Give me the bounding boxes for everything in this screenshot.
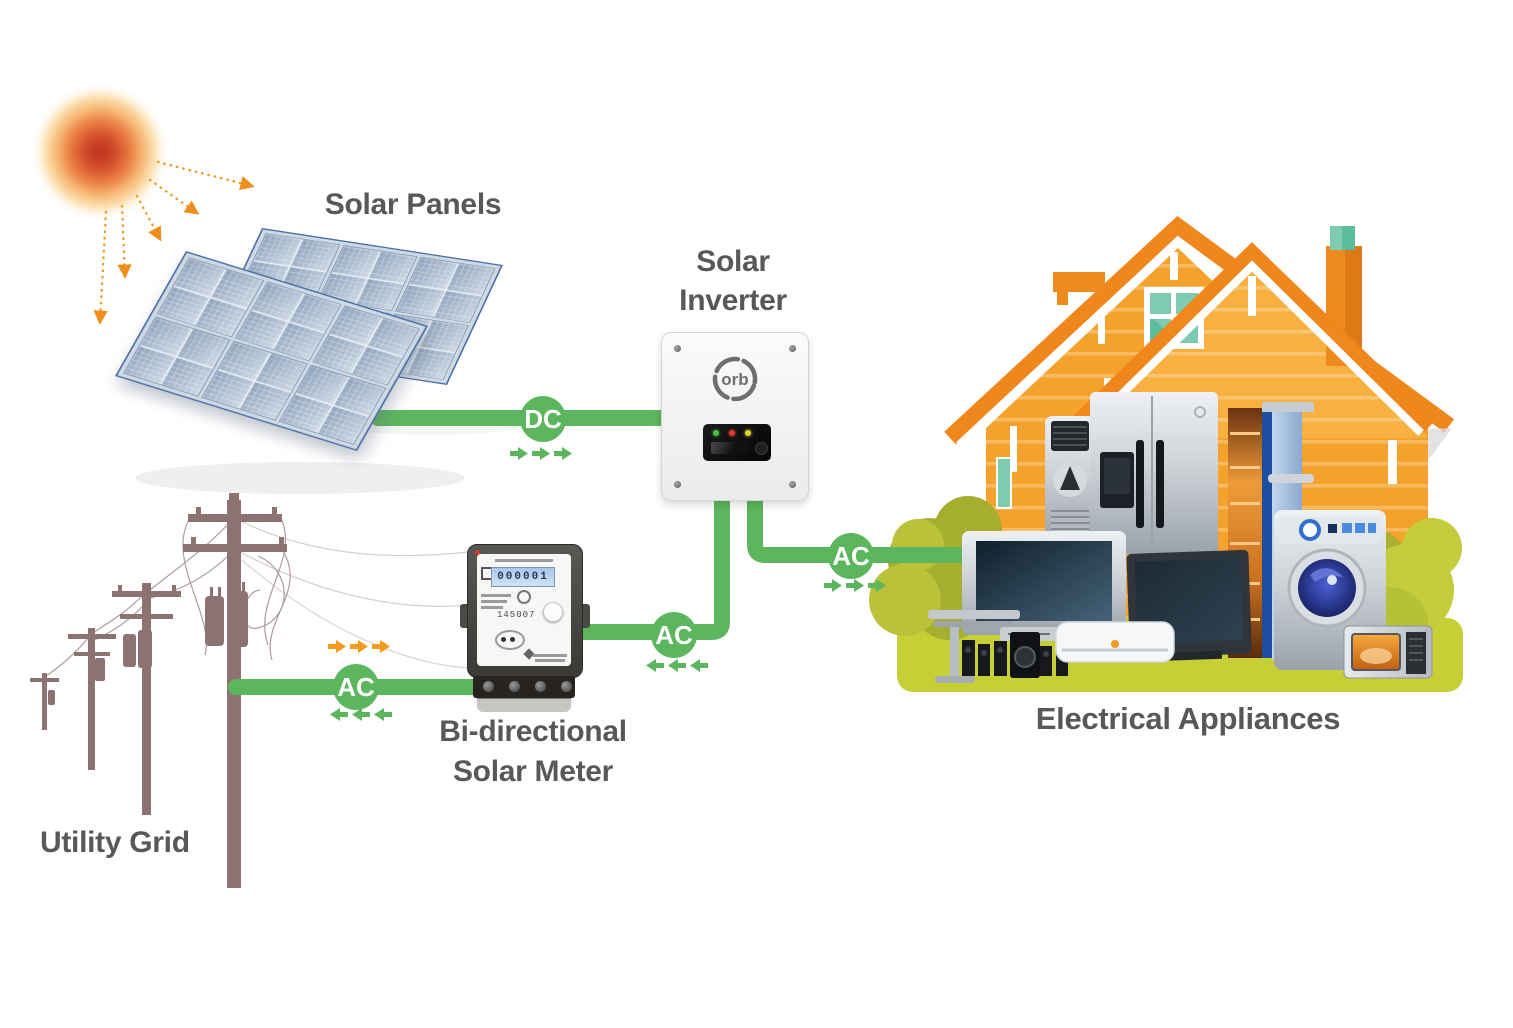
electrical-appliances-label: Electrical Appliances [1035,701,1341,736]
led-red-icon [729,430,735,436]
solar-meter-label-line1: Bi-directional [439,715,627,748]
bidirectional-meter-device: 000001 145007 [460,542,590,712]
led-green-icon [713,430,719,436]
ac-badge-inverter-to-home: AC [828,533,874,579]
ac-line-inverter-to-house [747,484,980,563]
led-yellow-icon [745,430,751,436]
meter-logo-icon [517,590,531,604]
inverter-brand-text: orb [721,370,748,389]
utility-grid-label: Utility Grid [40,826,190,859]
side-table [928,610,1020,683]
screw-icon [789,481,796,488]
screw-icon [674,345,681,352]
sun-rays-icon [93,160,255,325]
meter-seal-dot [475,550,480,555]
ac-line-inverter-to-meter [566,484,730,640]
solar-inverter-device: orb [661,332,809,501]
electrical-appliances [928,392,1433,683]
air-cooler [1045,416,1095,540]
meter-lcd: 000001 [491,567,555,587]
grid-export-arrows-icon [330,708,392,721]
meter-scroll-button [543,602,563,622]
meter-terminal-cover [477,698,571,712]
screw-icon [789,345,796,352]
dc-flow-arrows-icon [510,447,572,460]
solar-panels-label: Solar Panels [324,188,502,221]
solar-meter-label: Bi-directional Solar Meter [408,712,658,792]
screw-icon [674,481,681,488]
inverter-button [755,442,768,455]
refrigerator [1090,392,1218,554]
solar-meter-label-line2: Solar Meter [452,755,614,788]
dc-badge: DC [520,396,566,442]
microwave [1343,625,1433,679]
solar-inverter-label-line2: Inverter [679,284,787,317]
orb-logo-icon: orb [712,356,758,402]
speakers [962,632,1068,678]
inverter-display-panel [703,424,771,461]
ac-house-flow-arrows-icon [824,579,886,592]
meter-terminal-block [473,676,575,698]
ac-badge-inverter-to-meter: AC [651,612,697,658]
meter-serial-number: 145007 [497,610,536,620]
sun [30,82,170,222]
meter-optical-port [495,630,525,650]
grid-import-arrows-icon [328,640,390,653]
inverter-lcd-slot [711,442,749,454]
solar-inverter-label-line1: Solar [696,245,770,278]
tv-large [962,531,1126,635]
split-ac [1055,621,1175,663]
ac-badge-grid-to-meter: AC [333,664,379,710]
meter-face: 000001 145007 [477,554,571,666]
ac-meter-flow-arrows-icon [646,659,708,672]
solar-inverter-label: Solar Inverter [633,242,833,320]
